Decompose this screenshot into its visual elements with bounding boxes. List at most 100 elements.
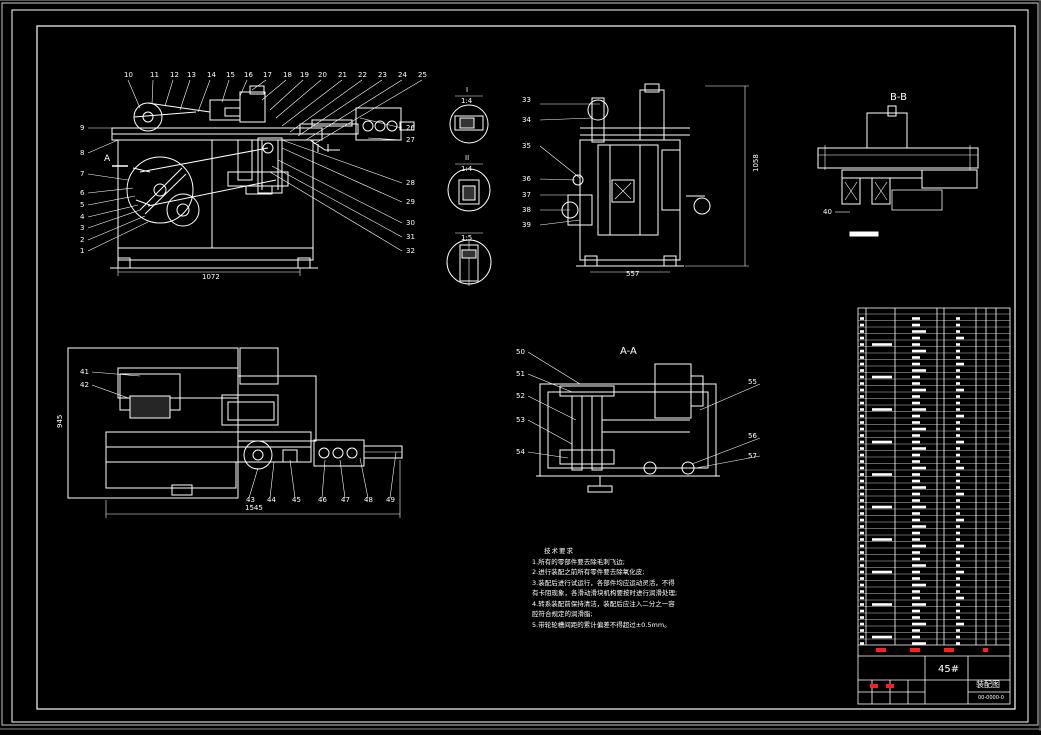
- tech-req-line: 1.所有的零部件要去除毛刺飞边;: [532, 557, 625, 566]
- main-balloon-28: 28: [406, 179, 415, 187]
- bom-cell-fill: [860, 596, 864, 600]
- bom-cell-fill: [860, 356, 864, 359]
- bom-cell-fill: [860, 408, 864, 411]
- aa-balloon-54: 54: [516, 448, 525, 456]
- bom-cell-fill: [912, 421, 920, 424]
- bom-cell-fill: [912, 531, 920, 535]
- aa-balloon-51: 51: [516, 370, 525, 378]
- bom-cell-fill: [912, 473, 920, 476]
- section-bb: [817, 105, 979, 237]
- bom-cell-fill: [912, 369, 926, 372]
- bom-cell-fill: [860, 343, 864, 346]
- bom-cell-fill: [912, 505, 926, 509]
- bom-cell-fill: [956, 609, 960, 613]
- bom-cell-fill: [860, 557, 864, 561]
- bom-cell-fill: [912, 479, 920, 483]
- bom-cell-fill: [860, 395, 864, 398]
- aa-balloon-52: 52: [516, 392, 525, 400]
- main-balloon-8: 8: [80, 149, 85, 157]
- section-mark-a: A: [104, 154, 111, 164]
- bom-cell-fill: [956, 427, 960, 431]
- bom-cell-fill: [956, 453, 960, 457]
- bom-cell-fill: [860, 434, 864, 437]
- bom-cell-fill: [860, 538, 864, 541]
- title-block-material: 45#: [938, 664, 960, 675]
- bom-cell-fill: [860, 603, 864, 606]
- bom-cell-fill: [956, 479, 960, 483]
- tech-req-line: 4.转系装配前保持清洁，装配后应注入二分之一容: [532, 599, 675, 608]
- bom-cell-fill: [956, 518, 964, 522]
- bom-cell-fill: [912, 564, 926, 567]
- bom-cell-fill: [860, 590, 864, 593]
- bom-cell-fill: [912, 382, 920, 385]
- top-balloon-49: 49: [386, 496, 395, 504]
- bom-cell-fill: [956, 317, 960, 320]
- bom-cell-fill: [860, 317, 864, 320]
- bom-cell-fill: [860, 531, 864, 535]
- bom-cell-fill: [860, 369, 864, 372]
- main-balloon-3: 3: [80, 224, 85, 232]
- section-aa-title: A-A: [620, 346, 637, 357]
- bom-cell-fill: [956, 564, 960, 567]
- main-balloon-17: 17: [263, 71, 272, 79]
- title-block-drawing-number: 00-0000-0: [978, 695, 1004, 701]
- bom-cell-fill: [956, 375, 960, 379]
- bom-cell-fill: [956, 544, 964, 548]
- bom-cell-fill: [872, 603, 892, 606]
- bom-cell-fill: [956, 414, 964, 418]
- bom-cell-fill: [912, 343, 920, 346]
- bom-cell-fill: [912, 499, 920, 502]
- bom-cell-fill: [860, 518, 864, 522]
- balloon-40: 40: [823, 208, 832, 216]
- bom-cell-fill: [872, 505, 892, 509]
- main-balloon-2: 2: [80, 236, 85, 244]
- main-balloon-22: 22: [358, 71, 367, 79]
- main-balloon-11: 11: [150, 71, 159, 79]
- bom-cell-fill: [860, 505, 864, 509]
- bom-cell-fill: [860, 499, 864, 502]
- tech-req-line: 3.装配后进行试运行，各部件均应运动灵活，不得: [532, 578, 675, 587]
- bom-cell-fill: [872, 375, 892, 379]
- main-balloon-27: 27: [406, 136, 415, 144]
- detail-title-2: II: [465, 154, 470, 162]
- main-balloon-23: 23: [378, 71, 387, 79]
- bom-cell-fill: [956, 356, 960, 359]
- bom-cell-fill: [956, 466, 964, 470]
- bom-cell-fill: [912, 414, 920, 418]
- tech-req-line: 2.进行装配之前所有零件要去除氧化皮;: [532, 568, 645, 576]
- bom-cell-fill: [912, 570, 920, 574]
- main-balloon-13: 13: [187, 71, 196, 79]
- bom-cell-fill: [860, 570, 864, 574]
- bom-cell-fill: [860, 401, 864, 405]
- bom-cell-fill: [860, 551, 864, 554]
- bom-cell-fill: [956, 382, 960, 385]
- front-view: [87, 79, 423, 276]
- bom-cell-fill: [912, 525, 926, 528]
- bom-cell-fill: [956, 596, 964, 600]
- top-balloon-47: 47: [341, 496, 350, 504]
- bom-cell-fill: [912, 336, 920, 340]
- main-balloon-30: 30: [406, 219, 415, 227]
- bom-cell-fill: [956, 583, 960, 587]
- bom-cell-fill: [956, 603, 960, 606]
- bom-cell-fill: [956, 369, 960, 372]
- bom-cell-fill: [912, 323, 920, 327]
- bom-cell-fill: [912, 557, 920, 561]
- bom-cell-fill: [956, 499, 960, 502]
- bom-cell-fill: [860, 382, 864, 385]
- bom-cell-fill: [860, 466, 864, 470]
- detail-scale-2: 1:4: [461, 165, 473, 173]
- bom-cell-fill: [860, 336, 864, 340]
- main-balloon-9: 9: [80, 124, 85, 132]
- bom-cell-fill: [912, 518, 920, 522]
- bom-cell-fill: [912, 330, 926, 333]
- sheet-inner-border: [36, 25, 1016, 710]
- bom-cell-fill: [956, 492, 964, 496]
- bom-cell-fill: [860, 330, 864, 333]
- bom-cell-fill: [956, 635, 960, 639]
- bom-cell-fill: [912, 616, 920, 619]
- main-balloon-29: 29: [406, 198, 415, 206]
- tech-req-lines: 1.所有的零部件要去除毛刺飞边; 2.进行装配之前所有零件要去除氧化皮; 3.装配后…: [532, 557, 677, 631]
